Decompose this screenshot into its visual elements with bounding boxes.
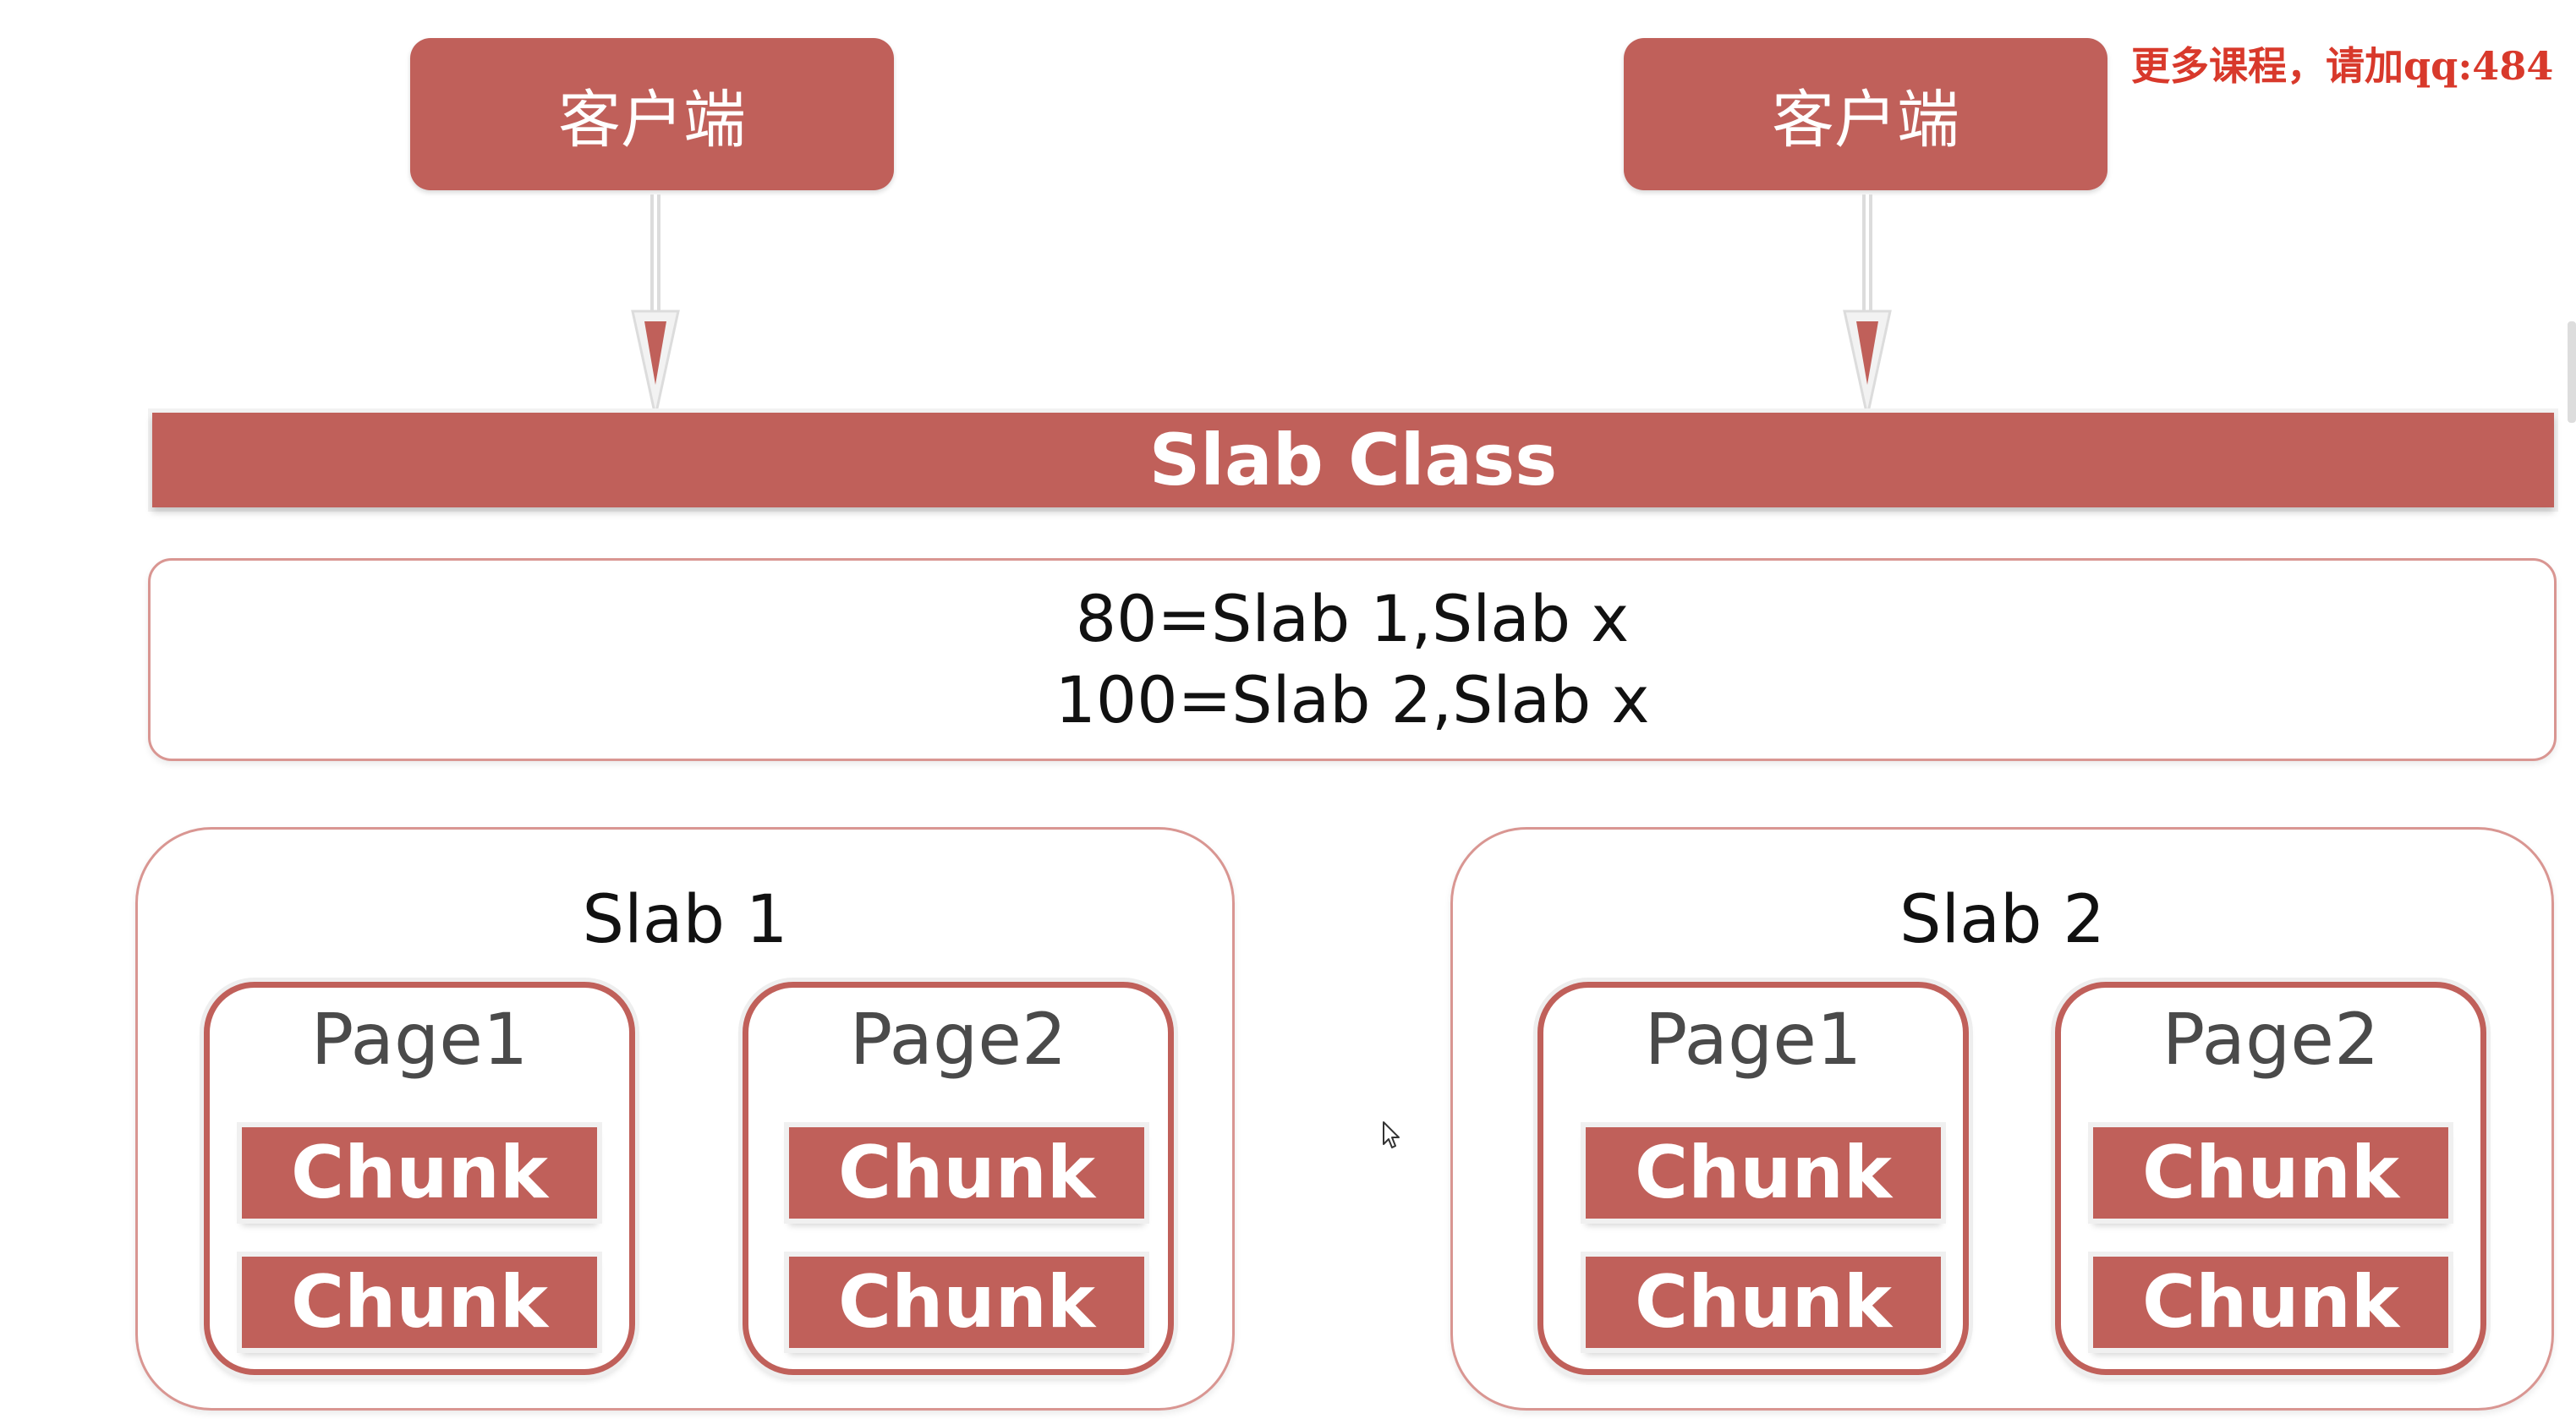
mapping-line-1: 80=Slab 1,Slab x <box>1075 581 1630 656</box>
chunk-2: Chunk <box>1586 1257 1941 1348</box>
chunk-1: Chunk <box>2093 1127 2448 1219</box>
slab-2-page-1: Page1 Chunk Chunk <box>1537 982 1969 1375</box>
chunk-label: Chunk <box>1635 1131 1892 1215</box>
chunk-1: Chunk <box>789 1127 1144 1219</box>
chunk-label: Chunk <box>291 1131 548 1215</box>
slab-1-page-2: Page2 Chunk Chunk <box>743 982 1174 1375</box>
chunk-label: Chunk <box>2142 1260 2399 1345</box>
chunk-1: Chunk <box>242 1127 597 1219</box>
client-box-1: 客户端 <box>410 38 894 190</box>
chunk-2: Chunk <box>242 1257 597 1348</box>
watermark-text: 更多课程，请加qq:484 <box>2131 43 2554 89</box>
client-label-1: 客户端 <box>558 83 746 156</box>
arrow-client2-to-slabclass <box>1843 194 1892 417</box>
slab-class-bar: Slab Class <box>152 413 2554 507</box>
client-box-2: 客户端 <box>1624 38 2107 190</box>
page-title: Page2 <box>2162 998 2380 1081</box>
slab-2-box: Slab 2 Page1 Chunk Chunk Page2 Chunk Chu… <box>1450 827 2554 1411</box>
chunk-label: Chunk <box>838 1131 1095 1215</box>
chunk-2: Chunk <box>789 1257 1144 1348</box>
mouse-cursor-icon <box>1383 1121 1400 1148</box>
chunk-label: Chunk <box>838 1260 1095 1345</box>
client-label-2: 客户端 <box>1772 83 1959 156</box>
slab-1-page-1: Page1 Chunk Chunk <box>204 982 635 1375</box>
chunk-label: Chunk <box>1635 1260 1892 1345</box>
slab-1-title: Slab 1 <box>582 882 788 958</box>
slab-2-title: Slab 2 <box>1899 882 2105 958</box>
chunk-2: Chunk <box>2093 1257 2448 1348</box>
page-title: Page1 <box>310 998 529 1081</box>
scrollbar-edge <box>2568 321 2576 423</box>
slab-class-label: Slab Class <box>1148 419 1558 501</box>
page-title: Page1 <box>1644 998 1862 1081</box>
slab-class-mapping: 80=Slab 1,Slab x 100=Slab 2,Slab x <box>148 558 2557 761</box>
mapping-line-2: 100=Slab 2,Slab x <box>1055 662 1650 737</box>
slab-2-page-2: Page2 Chunk Chunk <box>2055 982 2486 1375</box>
page-title: Page2 <box>849 998 1067 1081</box>
slab-1-box: Slab 1 Page1 Chunk Chunk Page2 Chunk Chu… <box>135 827 1235 1411</box>
chunk-label: Chunk <box>2142 1131 2399 1215</box>
arrow-client1-to-slabclass <box>631 194 680 417</box>
chunk-1: Chunk <box>1586 1127 1941 1219</box>
chunk-label: Chunk <box>291 1260 548 1345</box>
